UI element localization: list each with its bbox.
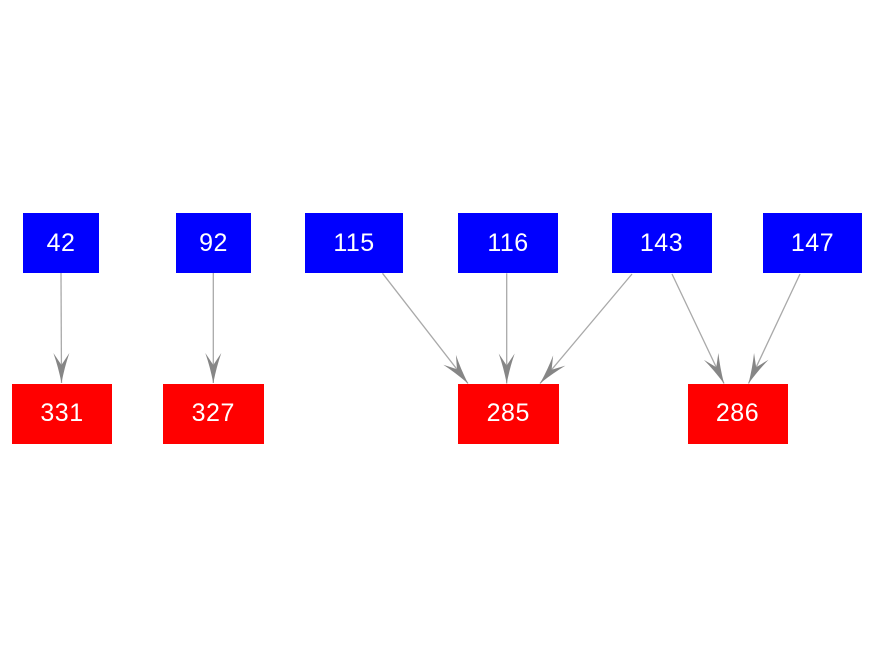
node-label: 42	[46, 228, 76, 257]
node-label: 116	[487, 228, 529, 257]
node-label: 143	[639, 228, 684, 257]
edge-143-to-286	[671, 273, 725, 384]
graph-node-42: 42	[23, 213, 99, 273]
edge-115-to-285	[381, 272, 469, 384]
graph-node-92: 92	[176, 213, 251, 273]
node-label: 285	[486, 399, 530, 428]
node-label: 286	[715, 399, 760, 428]
graph-node-331: 331	[12, 384, 112, 444]
node-label: 115	[333, 228, 375, 257]
graph-node-327: 327	[163, 384, 264, 444]
edge-42-to-331	[53, 272, 70, 384]
graph-node-285: 285	[458, 384, 559, 444]
graph-node-115: 115	[305, 213, 403, 273]
node-label: 147	[790, 228, 835, 257]
graph-node-147: 147	[763, 213, 862, 273]
node-label: 92	[199, 228, 228, 257]
edge-143-to-285	[539, 273, 633, 384]
graph-node-286: 286	[687, 384, 788, 444]
edge-147-to-286	[747, 273, 801, 384]
graph-node-143: 143	[611, 213, 712, 273]
node-label: 331	[40, 399, 84, 428]
node-label: 327	[191, 399, 235, 428]
graph-node-116: 116	[458, 213, 558, 273]
